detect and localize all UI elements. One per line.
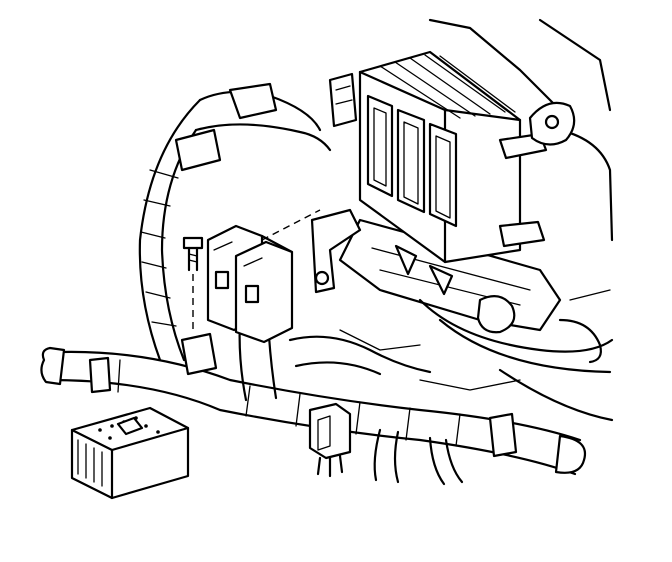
retaining-bolt <box>182 236 204 330</box>
control-module <box>328 50 576 264</box>
module-bracket <box>310 208 454 296</box>
wiring-harness <box>48 82 587 486</box>
harness-connectors <box>206 209 321 344</box>
inline-connector <box>308 402 352 478</box>
harness-clip <box>180 332 218 376</box>
junction-block <box>70 406 190 500</box>
harness-end-cap <box>40 346 66 386</box>
